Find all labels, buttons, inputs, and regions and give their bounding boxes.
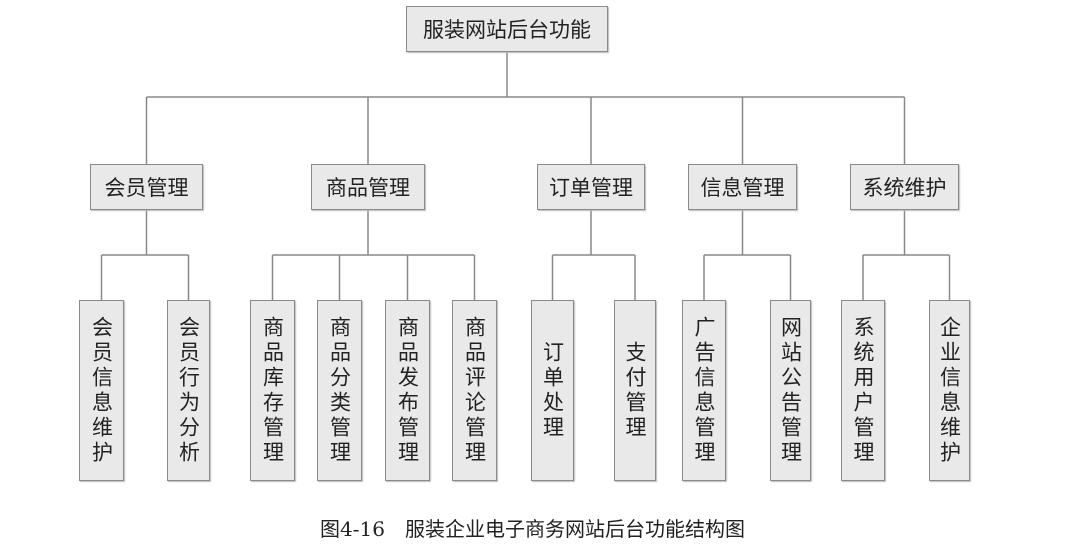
function-label: 商品评论管理 — [462, 315, 487, 466]
function-label: 支付管理 — [623, 340, 647, 441]
function-node: 商品评论管理 — [452, 300, 497, 481]
figure-caption: 图4-16 服装企业电子商务网站后台功能结构图 — [320, 517, 745, 541]
function-label: 会员行为分析 — [176, 315, 201, 466]
function-label: 系统用户管理 — [851, 315, 875, 466]
module-node: 商品管理 — [311, 164, 425, 210]
function-node: 商品分类管理 — [317, 300, 362, 481]
function-label: 会员信息维护 — [89, 315, 114, 466]
function-node: 系统用户管理 — [841, 300, 885, 481]
module-node: 订单管理 — [537, 164, 645, 210]
function-label: 广告信息管理 — [692, 315, 716, 466]
module-node: 会员管理 — [90, 164, 203, 210]
function-label: 订单处理 — [540, 340, 565, 441]
function-node: 支付管理 — [614, 300, 656, 481]
function-node: 网站公告管理 — [770, 300, 811, 481]
function-node: 订单处理 — [531, 300, 574, 481]
function-label: 网站公告管理 — [778, 315, 803, 466]
function-node: 会员信息维护 — [79, 300, 124, 481]
function-node: 广告信息管理 — [682, 300, 726, 481]
function-label: 商品库存管理 — [260, 315, 285, 466]
function-label: 企业信息维护 — [937, 315, 962, 466]
function-node: 商品发布管理 — [385, 300, 430, 481]
function-label: 商品分类管理 — [327, 315, 352, 466]
root-node: 服装网站后台功能 — [406, 6, 608, 52]
function-node: 企业信息维护 — [929, 300, 970, 481]
module-node: 信息管理 — [688, 164, 797, 210]
module-node: 系统维护 — [850, 164, 959, 210]
function-node: 会员行为分析 — [167, 300, 210, 481]
function-node: 商品库存管理 — [250, 300, 295, 481]
function-label: 商品发布管理 — [395, 315, 420, 466]
